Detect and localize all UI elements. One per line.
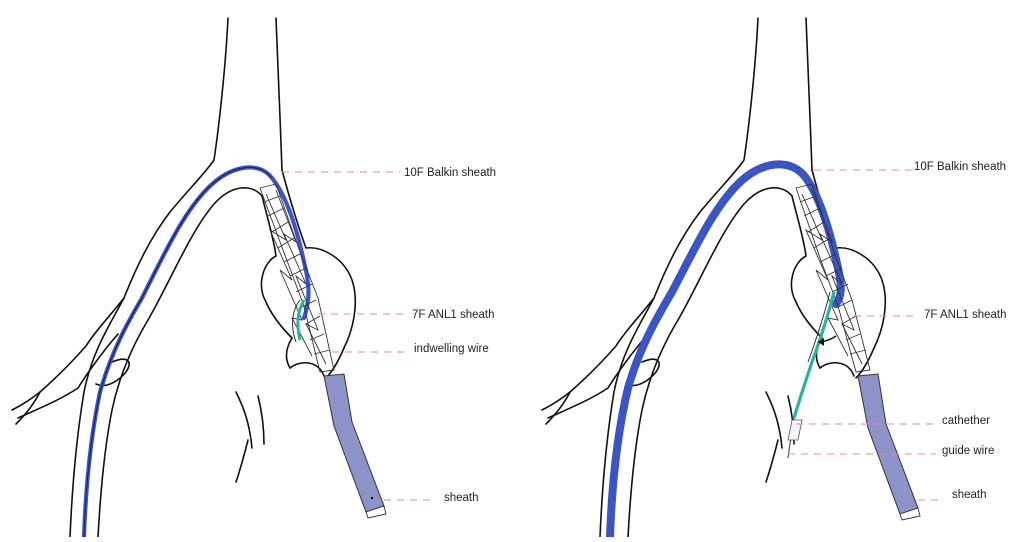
label-sheath-right: sheath: [952, 489, 987, 501]
label-sheath: sheath: [444, 492, 479, 504]
left-panel: 10F Balkin sheath 7F ANL1 sheath indwell…: [12, 18, 496, 537]
lower-sheath: [324, 374, 386, 518]
stent-graft: [260, 184, 334, 372]
label-guide-wire: guide wire: [942, 445, 994, 457]
balkin-sheath-line: [84, 167, 309, 537]
lower-sheath-right: [858, 374, 920, 520]
balkin-sheath-line-right: [610, 164, 841, 537]
label-indwelling-wire: indwelling wire: [414, 343, 489, 355]
label-balkin-sheath: 10F Balkin sheath: [404, 167, 496, 179]
right-panel: 10F Balkin sheath 7F ANL1 sheath catheth…: [542, 18, 1006, 537]
label-balkin-sheath-right: 10F Balkin sheath: [914, 161, 1006, 173]
label-anl1-sheath: 7F ANL1 sheath: [412, 309, 494, 321]
label-catheter: cathether: [942, 415, 990, 427]
label-anl1-sheath-right: 7F ANL1 sheath: [924, 309, 1006, 321]
stent-graft-right: [796, 184, 870, 372]
